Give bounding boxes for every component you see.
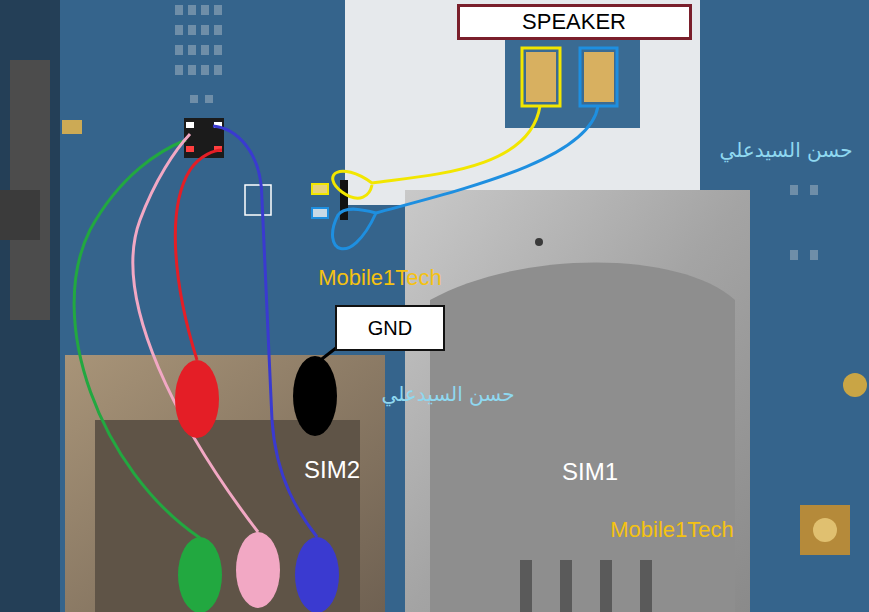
rf-connector (800, 505, 850, 555)
label-box: SPEAKER (457, 4, 692, 40)
speaker-pad (584, 52, 614, 102)
component-pad (312, 184, 328, 194)
pad-highlight (522, 48, 560, 106)
sim-contacts (520, 560, 652, 612)
component (340, 180, 348, 220)
inductor (0, 190, 40, 240)
rf-connector (813, 518, 837, 542)
speaker-tab (505, 40, 640, 128)
component-outline (245, 185, 271, 215)
board-edge (0, 0, 60, 612)
watermark: Mobile1Tech (610, 517, 734, 543)
test-point (175, 360, 219, 438)
watermark: Mobile1Tech (318, 265, 442, 291)
pad-highlight (580, 48, 617, 106)
box-label: GND (368, 317, 412, 340)
sim2-holder (65, 355, 385, 612)
part-name: SIM2 (304, 456, 360, 484)
jumper-wire (333, 106, 540, 198)
holder-hole (535, 238, 543, 246)
test-point (293, 356, 337, 436)
test-point (295, 537, 339, 612)
sim1-card-area (430, 263, 735, 612)
sim2-card-area (95, 420, 360, 612)
mount-hole (843, 373, 867, 397)
component-pad (312, 208, 328, 218)
jumper-wire (333, 106, 598, 249)
watermark: حسن السيدعلي (381, 382, 514, 406)
chip-pad (186, 146, 194, 152)
test-point (236, 532, 280, 608)
capacitor (62, 120, 82, 134)
test-point (178, 537, 222, 612)
speaker-pad (526, 52, 556, 102)
jumper-wire (74, 140, 200, 538)
jumper-wire (213, 126, 317, 537)
board-cutout (345, 0, 700, 205)
part-name: SIM1 (562, 458, 618, 486)
label-box: GND (335, 305, 445, 351)
box-label: SPEAKER (522, 9, 626, 35)
jumper-wire (175, 150, 222, 360)
jumper-wire (133, 134, 258, 532)
watermark: حسن السيدعلي (719, 138, 852, 162)
chip (184, 118, 224, 158)
chip-pad (186, 122, 194, 128)
